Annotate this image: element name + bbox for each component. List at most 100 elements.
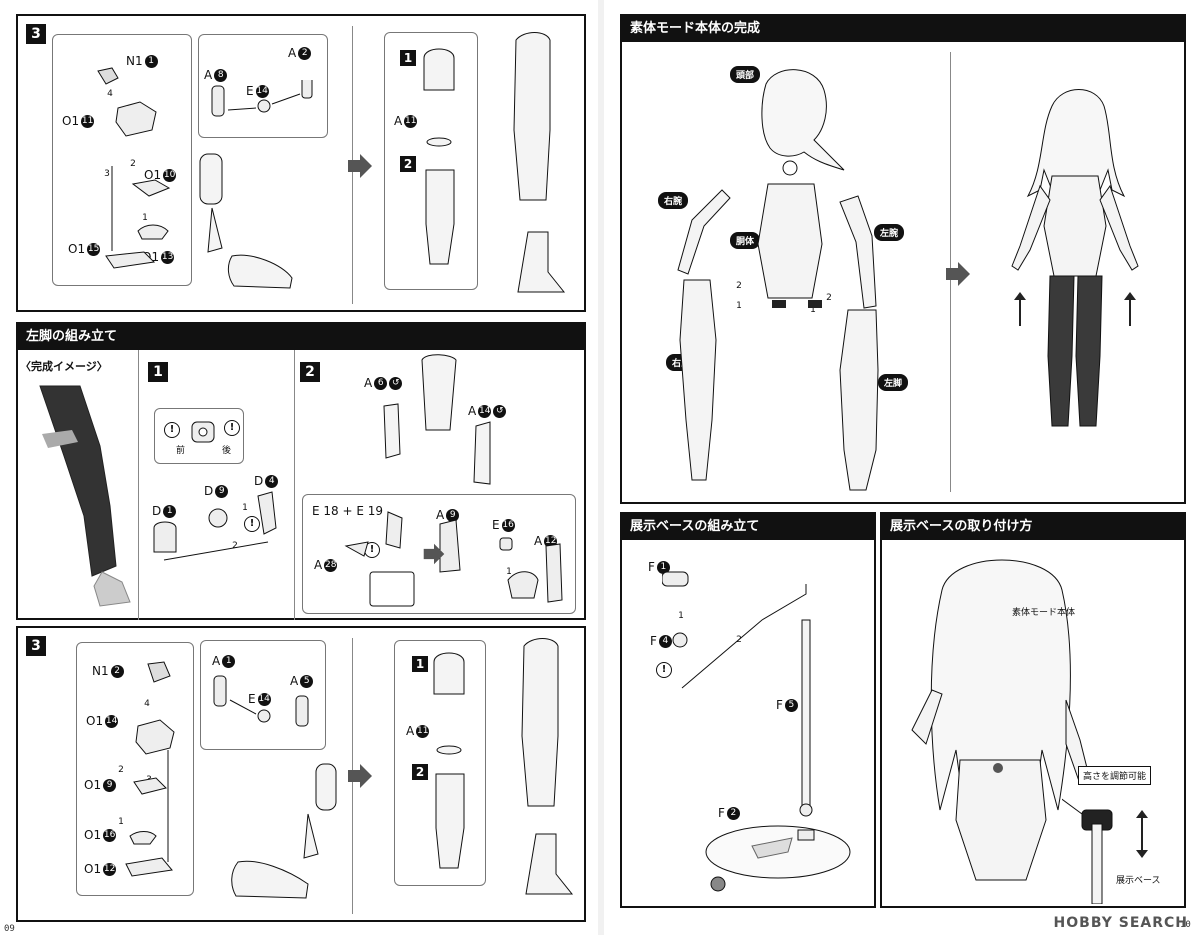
display-base-drawing [662,571,851,892]
section-title: 展示ベースの取り付け方 [882,514,1184,540]
completed-body-drawing [1011,89,1139,427]
completed-image-label: 〈完成イメージ〉 [20,360,108,373]
leg-armor-parts-icon [97,67,171,269]
page-number: 09 [4,924,15,934]
part-tag-torso: 胴体 [730,232,761,249]
back-label: 後 [222,446,232,456]
exploded-body-drawing [677,69,879,491]
sub-step-2: 2 [400,156,416,172]
sub-step-1: 1 [400,50,416,66]
order-marker: 4 [140,698,154,710]
sub-step-2: 2 [412,764,428,780]
sub-step-1: 1 [412,656,428,672]
section-title: 展示ベースの組み立て [622,514,874,540]
parts-subassembly-box [76,642,194,896]
next-step-arrow-icon [423,543,445,565]
display-base-label: 展示ベース [1116,876,1161,886]
order-marker: 2 [126,158,140,170]
next-step-arrow-icon [348,764,372,788]
part-tag-left-arm: 左腕 [874,224,905,241]
hip-joint-icon [191,421,215,443]
order-marker: 1 [674,610,688,622]
step-number: 2 [300,362,320,382]
completed-leg-drawing [513,32,566,293]
order-marker: 2 [822,292,836,304]
watermark: HOBBY SEARCH [1053,915,1188,931]
step-number: 3 [26,24,46,44]
order-marker: 3 [100,168,114,180]
caution-icon: ! [364,542,380,558]
order-marker: 1 [114,816,128,828]
completed-leg-photo [39,385,131,607]
thigh-parts-icon [423,48,455,265]
lower-leg-drawing [231,763,337,899]
stand-clip-drawing [1062,798,1148,904]
knee-joint-parts-icon [211,80,313,117]
caution-icon: ! [244,516,260,532]
part-tag-right-arm: 右腕 [658,192,689,209]
thigh-parts-icon [433,652,465,869]
next-step-arrow-icon [946,262,970,286]
completed-leg-drawing [521,638,574,895]
height-adjustable-label: 高さを調節可能 [1078,766,1152,785]
shin-parts-icon [383,354,491,485]
next-step-arrow-icon [348,154,372,178]
hip-parts-icon [153,491,277,561]
section-title: 左脚の組み立て [18,324,584,350]
part-label-e18-e19: E 18 + E 19 [312,504,384,518]
caution-icon: ! [224,420,240,436]
order-marker: 4 [103,88,117,100]
order-marker: 1 [138,212,152,224]
body-completion-panel: 素体モード本体の完成 頭部 右腕 胴体 左腕 右脚 左脚 2 1 2 1 [620,14,1186,504]
part-tag-head: 頭部 [730,66,761,83]
order-marker: 2 [114,764,128,776]
order-marker: 2 [732,280,746,292]
display-base-attach-panel: 展示ベースの取り付け方 素体モード本体 高さを調節可能 展示ベース [880,512,1186,908]
order-marker: 1 [732,300,746,312]
step-number: 1 [148,362,168,382]
lower-leg-drawing [199,153,293,289]
body-label: 素体モード本体 [1012,608,1076,618]
figure-back-drawing [911,559,1091,881]
page-number: 10 [1180,920,1191,930]
page-gutter [598,0,604,935]
section-title: 素体モード本体の完成 [622,16,1184,42]
order-marker: 2 [228,540,242,552]
column-divider [138,350,139,620]
order-marker: 1 [502,566,516,578]
knee-joint-parts-icon [213,675,309,727]
leg-armor-parts-icon [125,661,175,877]
step-number: 3 [26,636,46,656]
part-tag-left-leg: 左脚 [878,374,909,391]
order-marker: 1 [238,502,252,514]
caution-icon: ! [164,422,180,438]
